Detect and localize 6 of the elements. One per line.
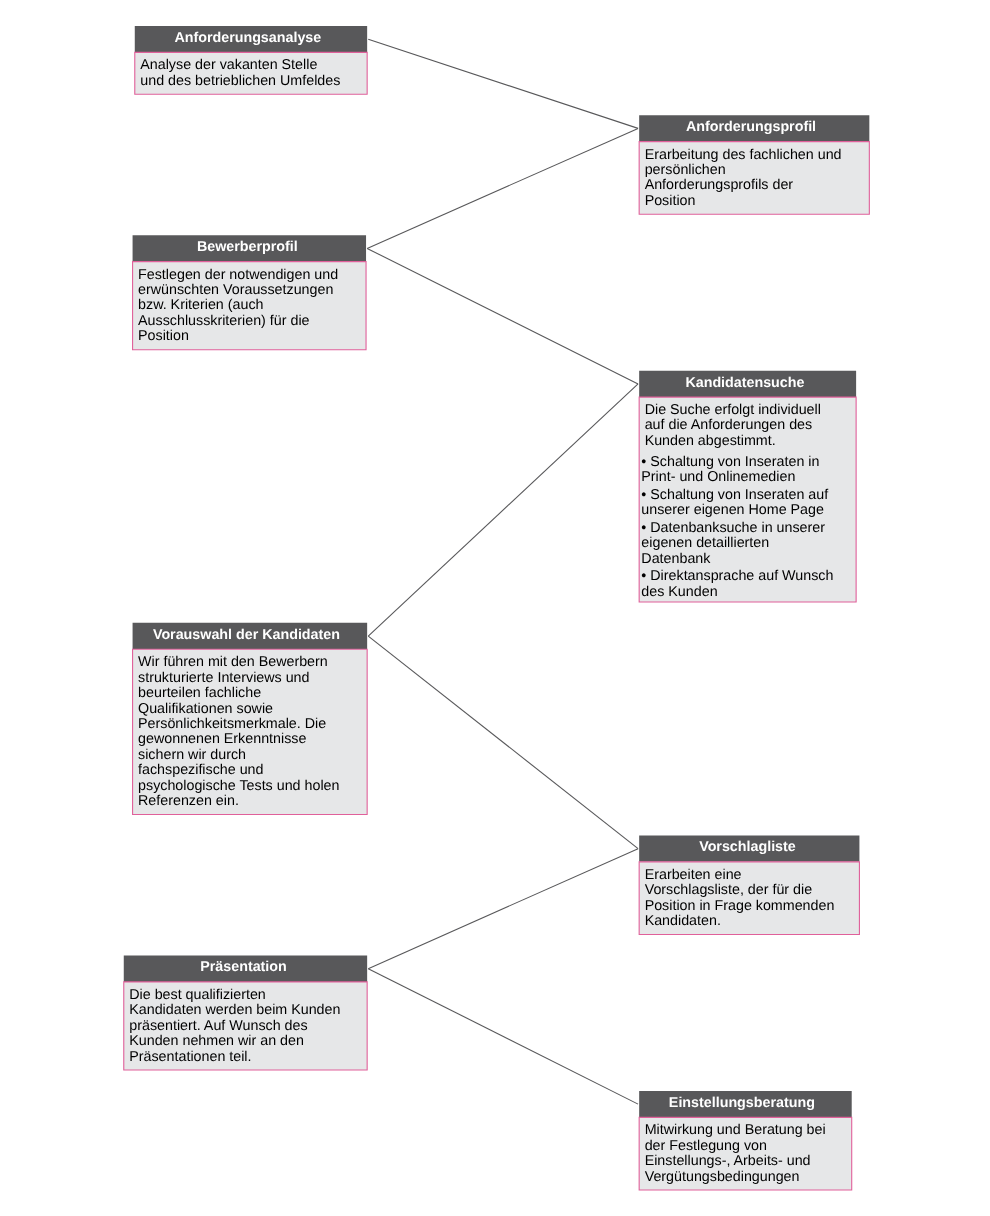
connector [366, 383, 638, 637]
connector [366, 848, 638, 970]
connector [366, 635, 638, 850]
connector [365, 247, 638, 385]
connector [366, 968, 638, 1105]
connector [365, 127, 638, 249]
